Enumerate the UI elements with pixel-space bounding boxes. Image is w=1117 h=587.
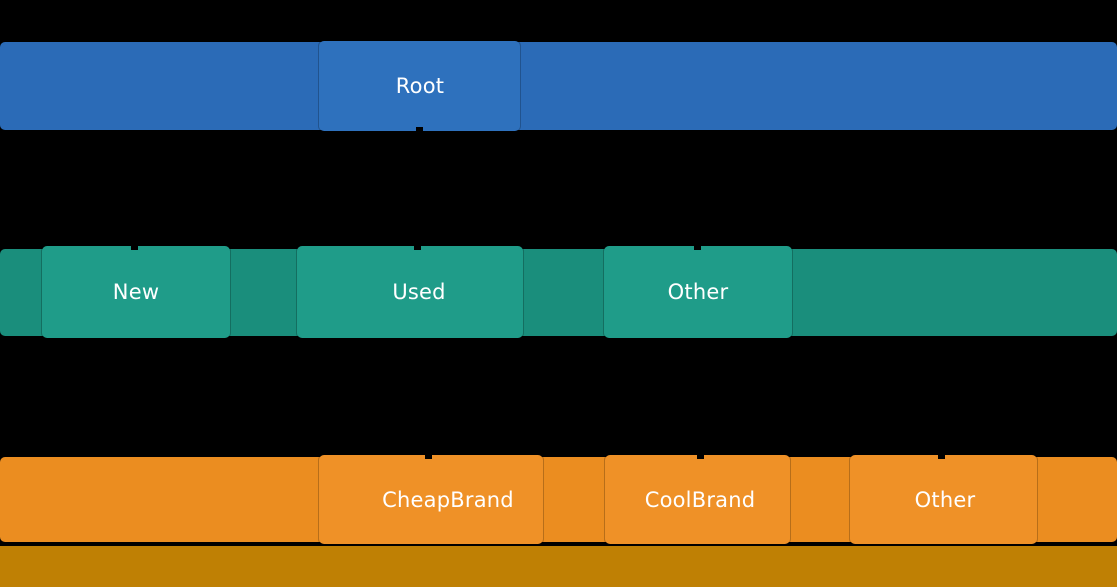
level4-partial-band bbox=[0, 546, 1117, 587]
node-new-label: New bbox=[112, 280, 160, 304]
connector-notch-other-condition-top bbox=[694, 246, 701, 250]
node-used[interactable]: Used bbox=[297, 246, 523, 338]
node-cheapbrand-label: CheapBrand bbox=[382, 487, 514, 512]
level1-band bbox=[0, 42, 1117, 130]
connector-notch-root-bottom bbox=[416, 127, 423, 131]
connector-notch-used-top bbox=[414, 246, 421, 250]
connector-notch-cheapbrand-top bbox=[425, 455, 432, 459]
connector-notch-new-top bbox=[131, 246, 138, 250]
node-coolbrand[interactable]: CoolBrand bbox=[605, 455, 790, 544]
node-other-condition-label: Other bbox=[667, 280, 729, 304]
connector-notch-other-brand-top bbox=[938, 455, 945, 459]
node-other-condition[interactable]: Other bbox=[604, 246, 792, 338]
node-other-brand[interactable]: Other bbox=[850, 455, 1037, 544]
node-coolbrand-label: CoolBrand bbox=[644, 487, 756, 512]
node-root[interactable]: Root bbox=[319, 41, 520, 131]
connector-notch-coolbrand-top bbox=[697, 455, 704, 459]
node-root-label: Root bbox=[395, 74, 445, 98]
node-cheapbrand[interactable]: CheapBrand bbox=[319, 455, 543, 544]
node-used-label: Used bbox=[392, 280, 446, 304]
node-new[interactable]: New bbox=[42, 246, 230, 338]
node-other-brand-label: Other bbox=[914, 487, 976, 512]
